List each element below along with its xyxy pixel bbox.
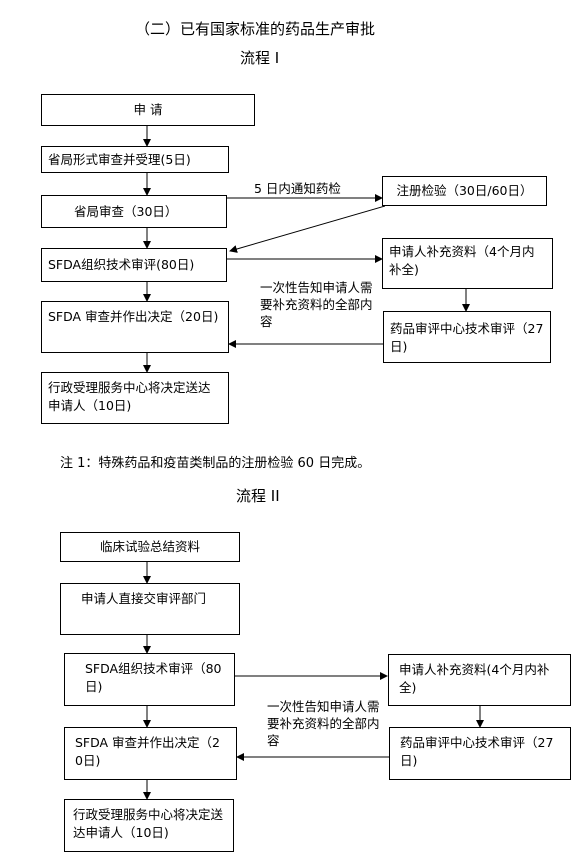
box2-submit: 申请人直接交审评部门 xyxy=(60,583,240,635)
box-apply: 申 请 xyxy=(41,94,255,126)
label-notify-test: 5 日内通知药检 xyxy=(254,181,341,196)
box-province-accept: 省局形式审查并受理(5日) xyxy=(41,146,229,173)
box2-cde-review-label: 药品审评中心技术审评（27日) xyxy=(400,735,554,768)
arrow-test-to-sfda xyxy=(229,205,386,253)
box2-submit-label: 申请人直接交审评部门 xyxy=(81,591,207,606)
box-sfda-decision-label: SFDA 审查并作出决定（20日) xyxy=(48,309,219,324)
box2-deliver-label: 行政受理服务中心将决定送达申请人（10日) xyxy=(73,807,224,840)
box2-clinical-label: 临床试验总结资料 xyxy=(99,539,200,554)
box-apply-label: 申 请 xyxy=(133,102,163,117)
flow1-title: 流程 I xyxy=(240,49,280,67)
box-province-accept-label: 省局形式审查并受理(5日) xyxy=(48,152,191,167)
box2-sfda-review-label: SFDA组织技术审评（80日) xyxy=(85,661,222,694)
box2-supplement: 申请人补充资料(4个月内补全) xyxy=(388,654,571,706)
box2-deliver: 行政受理服务中心将决定送达申请人（10日) xyxy=(64,799,234,852)
flow2-title: 流程 II xyxy=(236,487,280,505)
box-registration-test-label: 注册检验（30日/60日） xyxy=(396,183,533,198)
box-sfda-review-label: SFDA组织技术审评(80日) xyxy=(48,257,195,272)
box-deliver-label: 行政受理服务中心将决定送达申请人（10日) xyxy=(48,380,211,413)
box-cde-review: 药品审评中心技术审评（27日) xyxy=(383,311,551,363)
label2-inform-supplement: 一次性告知申请人需要补充资料的全部内容 xyxy=(267,699,380,748)
box-province-review: 省局审查（30日） xyxy=(41,195,227,228)
box2-sfda-decision: SFDA 审查并作出决定（20日) xyxy=(64,727,237,780)
page-title: （二）已有国家标准的药品生产审批 xyxy=(135,20,376,38)
box2-supplement-label: 申请人补充资料(4个月内补全) xyxy=(399,662,550,695)
box2-sfda-decision-label: SFDA 审查并作出决定（20日) xyxy=(75,735,221,768)
box-sfda-review: SFDA组织技术审评(80日) xyxy=(41,248,227,282)
box-supplement-label: 申请人补充资料（4个月内补全) xyxy=(389,244,535,277)
label-inform-supplement: 一次性告知申请人需要补充资料的全部内容 xyxy=(260,280,373,329)
box2-clinical: 临床试验总结资料 xyxy=(60,532,240,562)
box-supplement: 申请人补充资料（4个月内补全) xyxy=(382,238,553,289)
note-text: 注 1：特殊药品和疫苗类制品的注册检验 60 日完成。 xyxy=(60,456,371,471)
box-cde-review-label: 药品审评中心技术审评（27日) xyxy=(390,321,544,354)
box2-sfda-review: SFDA组织技术审评（80日) xyxy=(64,653,235,706)
box2-cde-review: 药品审评中心技术审评（27日) xyxy=(389,727,571,780)
box-registration-test: 注册检验（30日/60日） xyxy=(382,176,547,206)
box-province-review-label: 省局审查（30日） xyxy=(74,204,178,219)
box-sfda-decision: SFDA 审查并作出决定（20日) xyxy=(41,301,229,353)
box-deliver: 行政受理服务中心将决定送达申请人（10日) xyxy=(41,372,229,424)
